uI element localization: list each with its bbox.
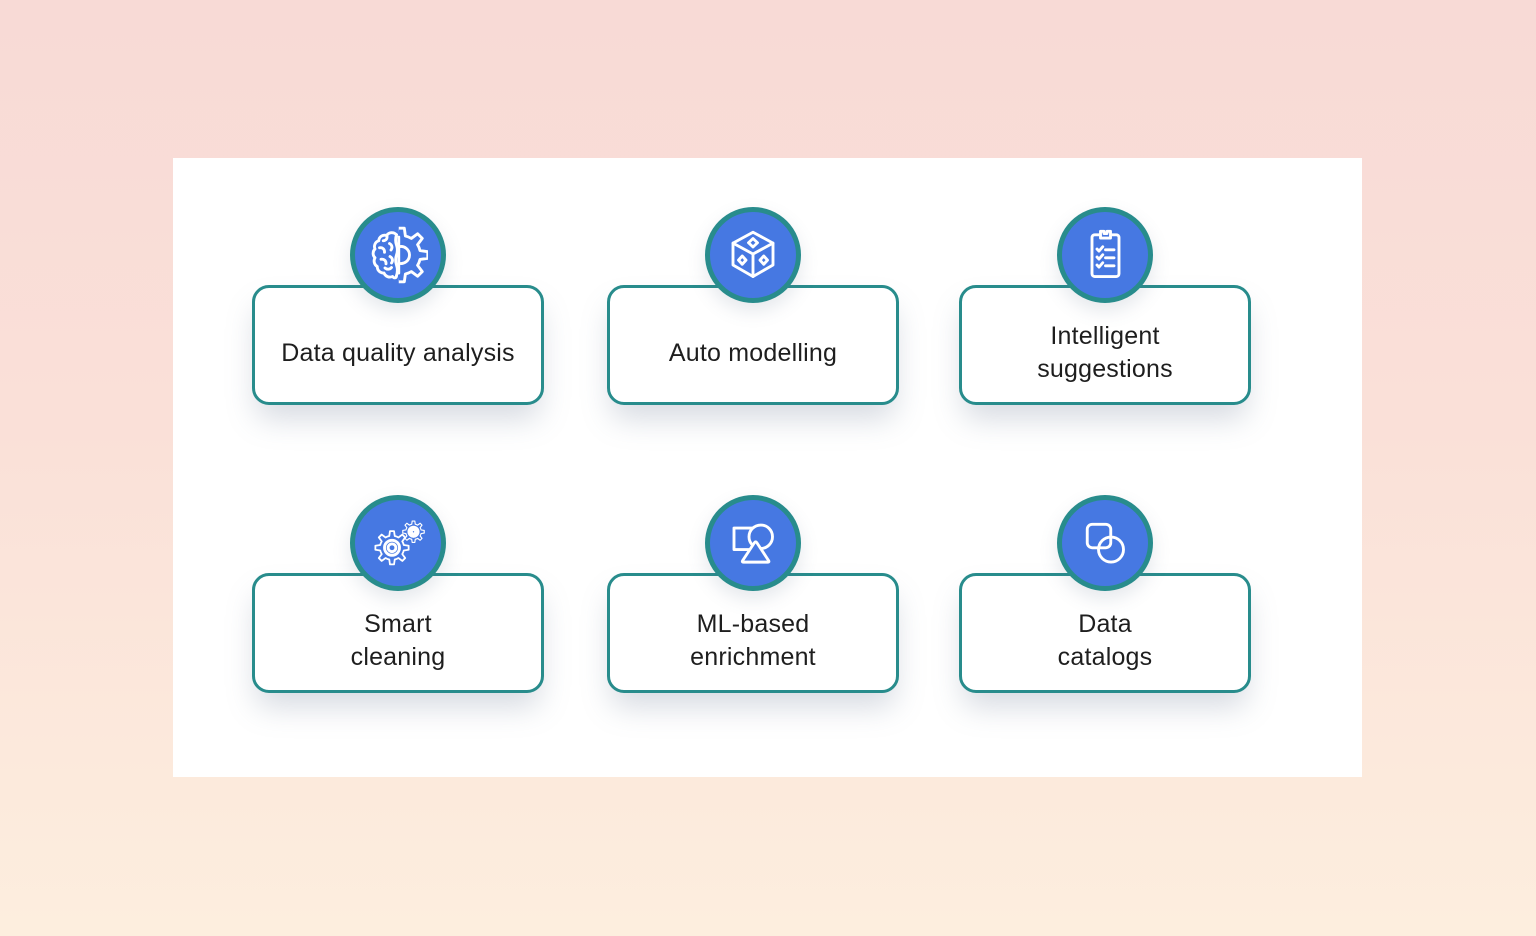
feature-icon-badge — [705, 207, 801, 303]
feature-ml-based-enrichment: ML-based enrichment — [607, 495, 899, 693]
overlapping-square-circle-icon — [1085, 522, 1125, 564]
feature-label: Intelligent suggestions — [1037, 322, 1173, 383]
feature-smart-cleaning: Smart cleaning — [252, 495, 544, 693]
feature-icon-badge — [350, 495, 446, 591]
feature-card: Intelligent suggestions — [959, 285, 1251, 405]
feature-auto-modelling: Auto modelling — [607, 207, 899, 405]
brain-gear-icon — [371, 226, 428, 284]
feature-data-catalogs: Data catalogs — [959, 495, 1251, 693]
feature-icon-badge — [705, 495, 801, 591]
feature-icon-badge — [1057, 495, 1153, 591]
feature-icon-badge — [350, 207, 446, 303]
shapes-icon — [732, 523, 774, 564]
feature-label: Data catalogs — [1057, 610, 1153, 671]
cube-icon — [731, 230, 775, 278]
feature-card: Data catalogs — [959, 573, 1251, 693]
feature-data-quality-analysis: Data quality analysis — [252, 207, 544, 405]
feature-icon-badge — [1057, 207, 1153, 303]
feature-label: Smart cleaning — [350, 610, 446, 671]
feature-card: Smart cleaning — [252, 573, 544, 693]
feature-card: Data quality analysis — [252, 285, 544, 405]
feature-label: Data quality analysis — [281, 338, 515, 367]
clipboard-checklist-icon — [1090, 229, 1121, 278]
gears-icon — [374, 520, 425, 566]
feature-label: ML-based enrichment — [690, 610, 816, 671]
content-panel: Data quality analysis Auto modelling — [173, 158, 1362, 777]
feature-card: ML-based enrichment — [607, 573, 899, 693]
feature-intelligent-suggestions: Intelligent suggestions — [959, 207, 1251, 405]
feature-card: Auto modelling — [607, 285, 899, 405]
feature-label: Auto modelling — [668, 338, 838, 367]
